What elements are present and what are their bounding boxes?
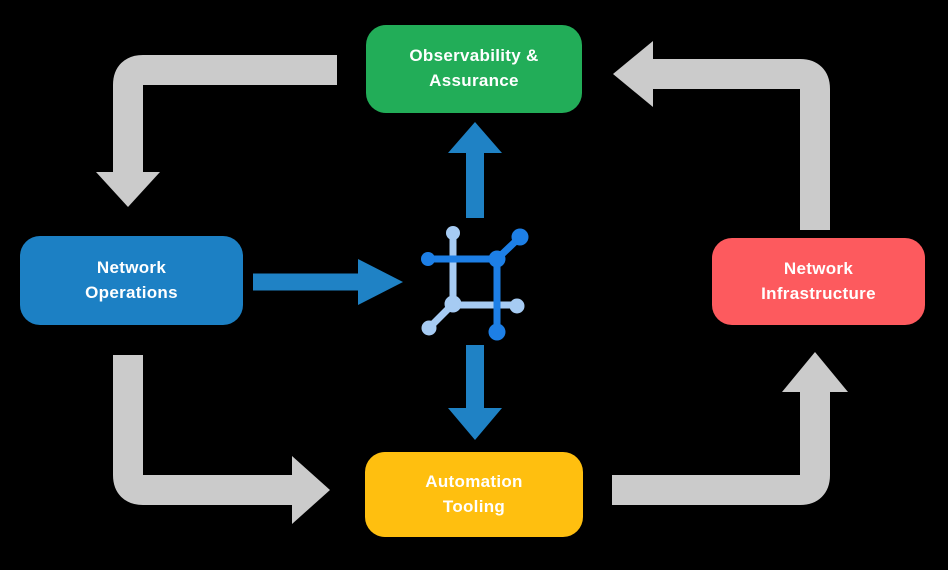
node-observability-assurance: Observability & Assurance [366,25,582,113]
arrow-infrastructure-to-observability [613,41,830,230]
node-label-line: Network [783,258,854,278]
arrow-center-to-automation [448,345,502,440]
arrow-center-to-observability [448,122,502,218]
icon-light-lines [427,229,518,330]
arrow-operations-to-center [253,259,403,305]
node-label-line: Operations [85,282,178,302]
icon-light-nodes [421,226,525,336]
node-automation-tooling: Automation Tooling [365,452,583,537]
node-network-operations: Network Operations [20,236,243,325]
network-mesh-icon [421,226,529,341]
arrow-observability-to-operations [96,55,337,207]
node-label-line: Network [96,257,167,277]
node-label-line: Assurance [429,71,519,90]
node-label-line: Automation [425,471,523,491]
node-network-infrastructure: Network Infrastructure [712,238,925,325]
node-label-line: Observability & [409,46,539,66]
arrow-operations-to-automation [113,355,330,524]
node-label-line: Infrastructure [761,283,876,303]
icon-dark-nodes [421,228,529,341]
node-label-line: Tooling [442,496,506,516]
arrow-automation-to-infrastructure [612,352,848,505]
